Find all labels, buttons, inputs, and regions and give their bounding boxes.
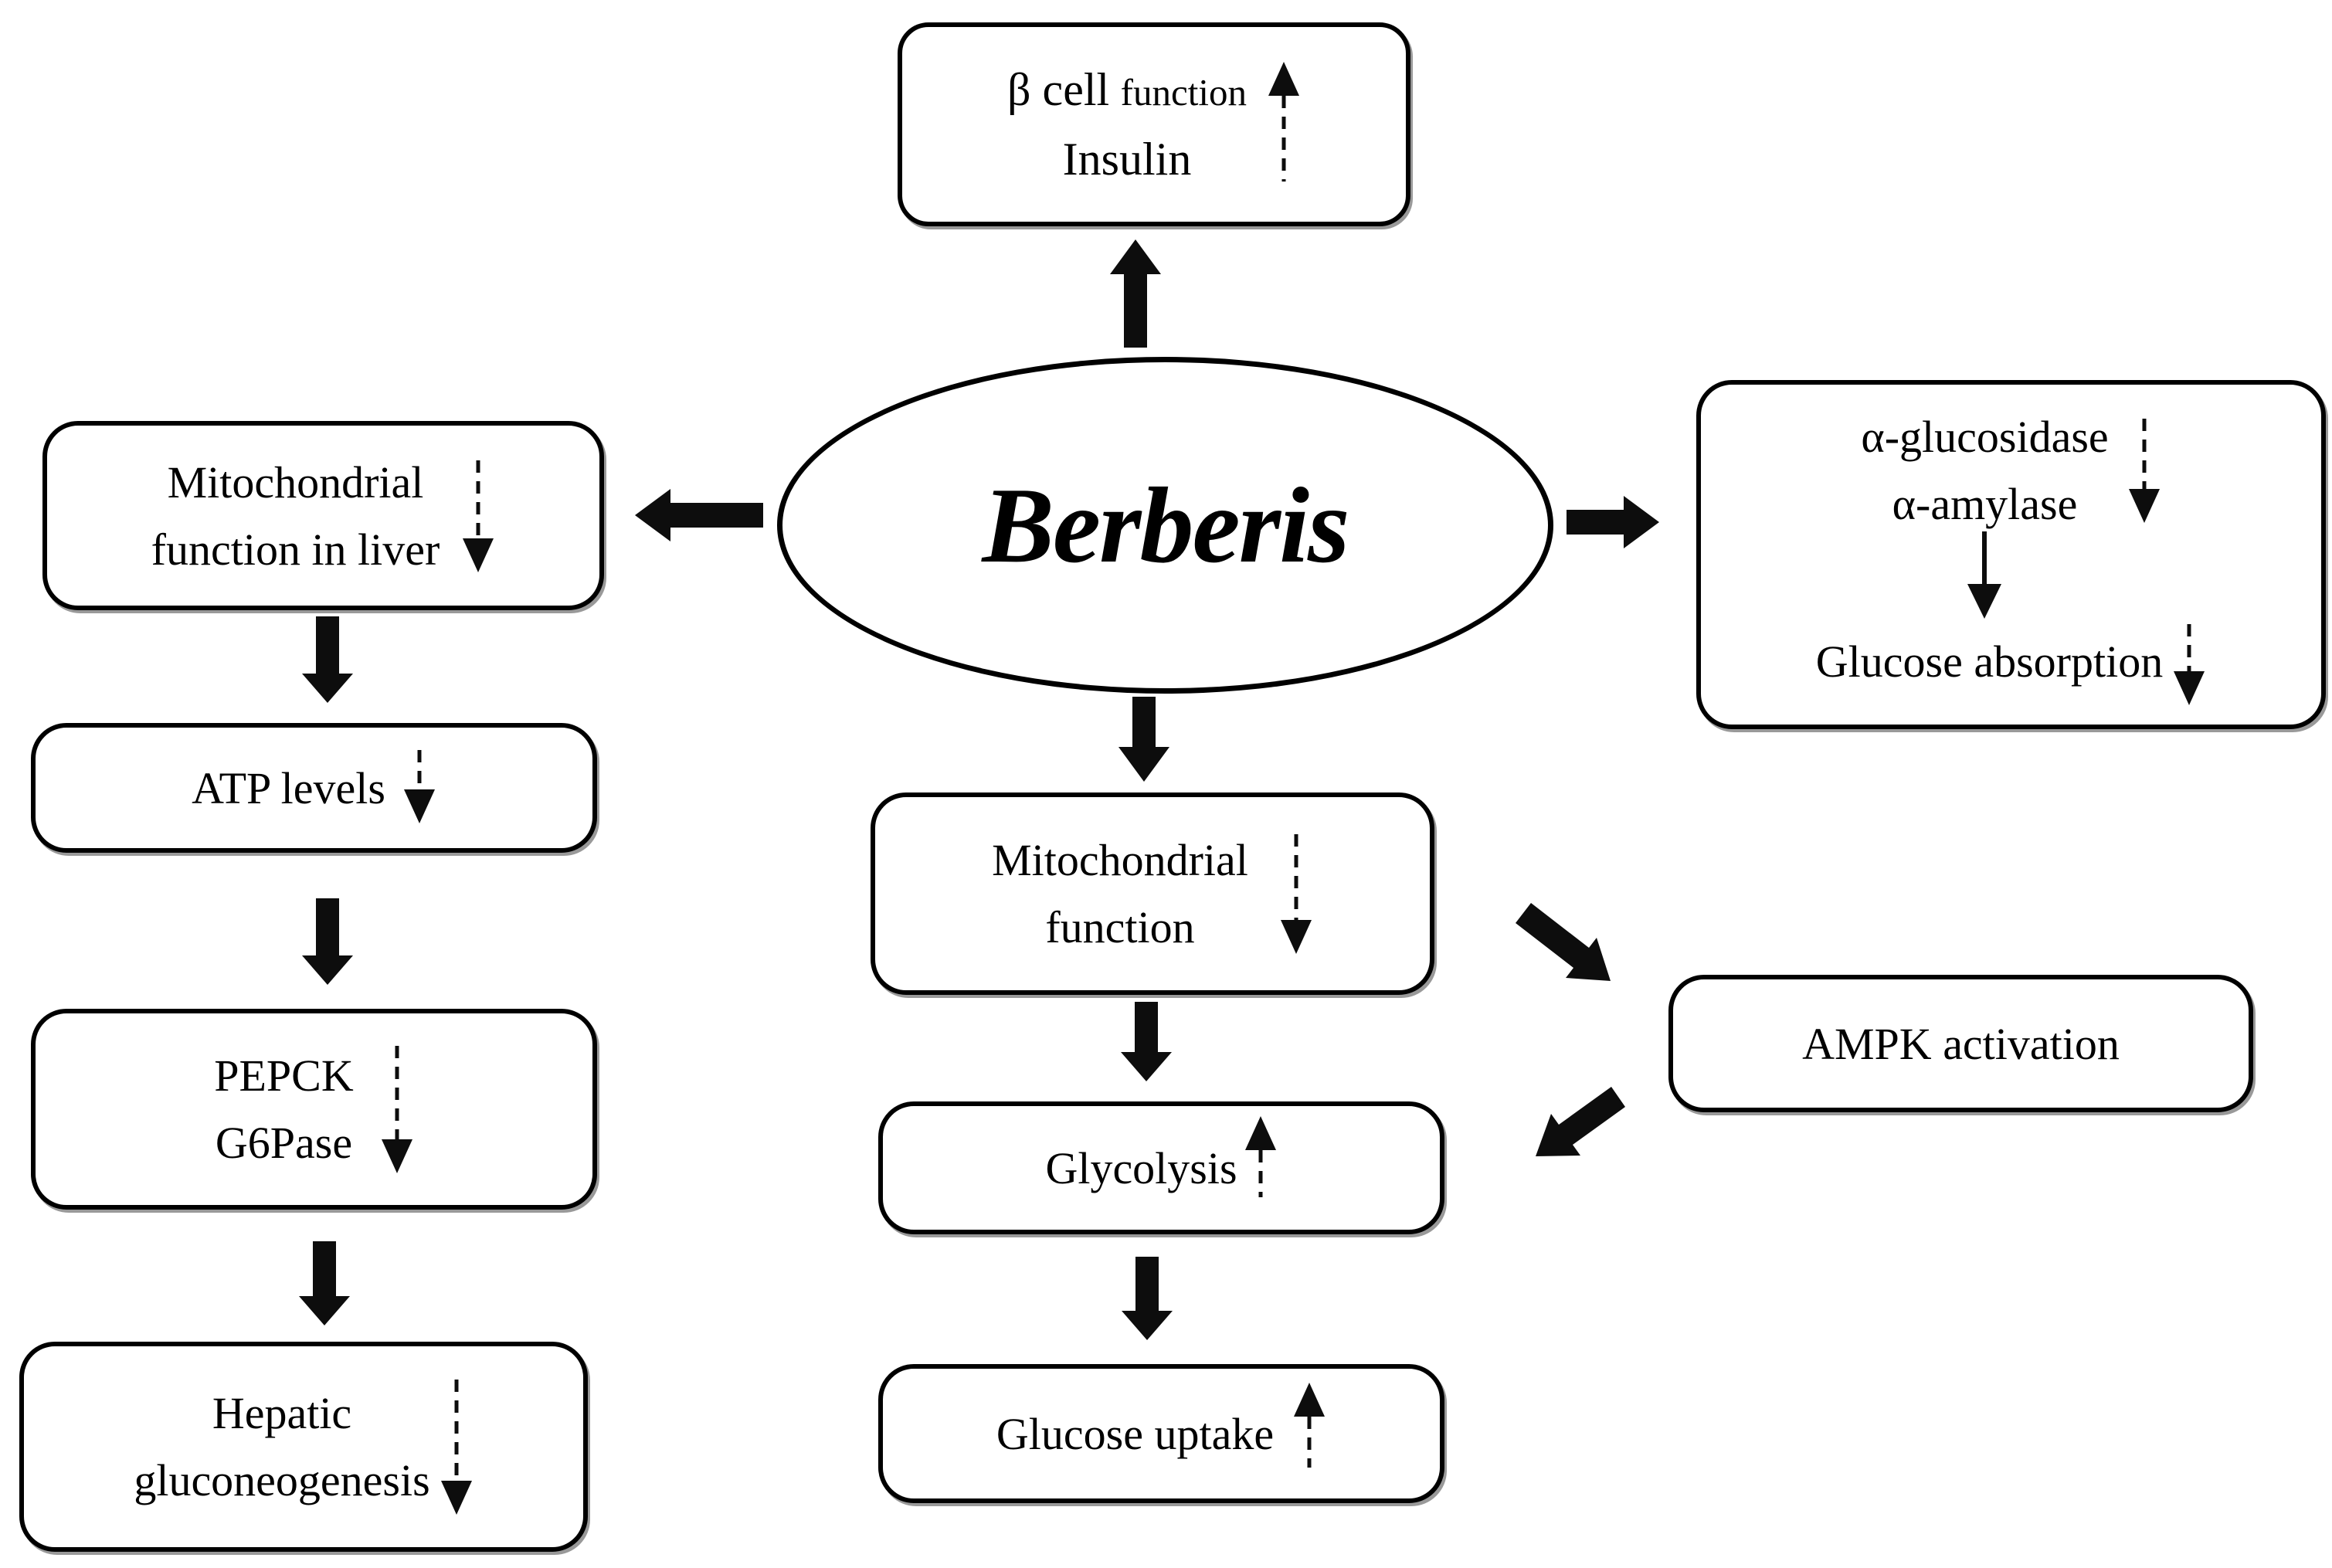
glycolysis-label: Glycolysis <box>1045 1142 1237 1193</box>
mito-line1: Mitochondrial <box>992 835 1248 885</box>
arrow-atp-to-pepck <box>302 898 353 985</box>
node-glucose-uptake: Glucose uptake <box>878 1364 1444 1503</box>
amylase-label: α-amylase <box>1892 478 2078 529</box>
node-hepatic-gluconeogenesis: Hepatic gluconeogenesis <box>19 1342 588 1552</box>
atp-label: ATP levels <box>192 762 385 813</box>
node-pepck-g6pase: PEPCK G6Pase <box>31 1009 597 1210</box>
pepck-label: PEPCK <box>214 1050 354 1101</box>
arrow-ampk-to-glycolysis <box>1536 1087 1625 1156</box>
node-mitochondrial-function: Mitochondrial function <box>871 792 1434 995</box>
mito-line2: function <box>1045 902 1195 952</box>
node-berberis: Berberis <box>777 357 1553 694</box>
trend-up-icon <box>1268 62 1299 182</box>
node-enzymes-glucose-absorption: α-glucosidase α-amylase Glucose absorpti… <box>1696 380 2326 729</box>
node-beta-cell-insulin: β cell function Insulin <box>898 22 1410 226</box>
mito-liver-line1: Mitochondrial <box>167 456 424 507</box>
arrow-berberis-to-mito-function <box>1118 697 1169 782</box>
glucose-absorption-label: Glucose absorption <box>1815 636 2164 687</box>
glucose-uptake-label: Glucose uptake <box>996 1408 1275 1459</box>
hepatic-text: Hepatic gluconeogenesis <box>134 1380 429 1514</box>
arrow-glycolysis-to-glucose-uptake <box>1122 1257 1173 1340</box>
arrow-berberis-to-enzymes <box>1567 496 1659 548</box>
node-ampk-activation: AMPK activation <box>1668 975 2253 1112</box>
node-atp-levels: ATP levels <box>31 723 597 853</box>
enzymes-text: α-glucosidase α-amylase <box>1861 403 2108 538</box>
arrow-mito-function-to-glycolysis <box>1121 1002 1172 1081</box>
pepck-text: PEPCK G6Pase <box>214 1042 354 1176</box>
beta-cell-function-label: function <box>1120 71 1247 114</box>
trend-up-icon <box>1294 1382 1326 1468</box>
berberis-label: Berberis <box>982 465 1350 585</box>
hepatic-line2: gluconeogenesis <box>134 1455 430 1505</box>
arrow-mito-function-to-ampk <box>1516 903 1611 981</box>
node-mitochondrial-function-liver: Mitochondrial function in liver <box>42 421 604 610</box>
insulin-label: Insulin <box>1062 134 1192 185</box>
glucosidase-label: α-glucosidase <box>1861 411 2109 462</box>
trend-down-icon <box>403 750 435 823</box>
arrow-berberis-to-mito-liver <box>635 489 763 541</box>
amylase-to-absorption-arrow-icon <box>1967 531 2001 619</box>
arrow-pepck-to-hepatic <box>299 1241 350 1325</box>
mito-liver-line2: function in liver <box>151 524 440 575</box>
beta-cell-label: β cell <box>1007 64 1110 115</box>
trend-down-icon <box>2174 623 2205 705</box>
mito-text: Mitochondrial function <box>992 826 1248 961</box>
beta-cell-text: β cell function Insulin <box>1007 55 1247 194</box>
trend-down-icon <box>381 1046 412 1173</box>
arrow-berberis-to-beta-cell <box>1110 239 1161 348</box>
node-glycolysis: Glycolysis <box>878 1101 1444 1234</box>
trend-up-icon <box>1244 1116 1276 1197</box>
trend-down-icon <box>1280 834 1312 954</box>
trend-down-icon <box>463 460 494 572</box>
trend-down-icon <box>440 1380 472 1515</box>
g6pase-label: G6Pase <box>215 1118 353 1168</box>
mito-liver-text: Mitochondrial function in liver <box>151 449 440 583</box>
hepatic-line1: Hepatic <box>212 1388 352 1438</box>
trend-down-icon <box>2128 418 2160 523</box>
ampk-label: AMPK activation <box>1802 1018 2120 1069</box>
arrow-mito-liver-to-atp <box>302 616 353 703</box>
